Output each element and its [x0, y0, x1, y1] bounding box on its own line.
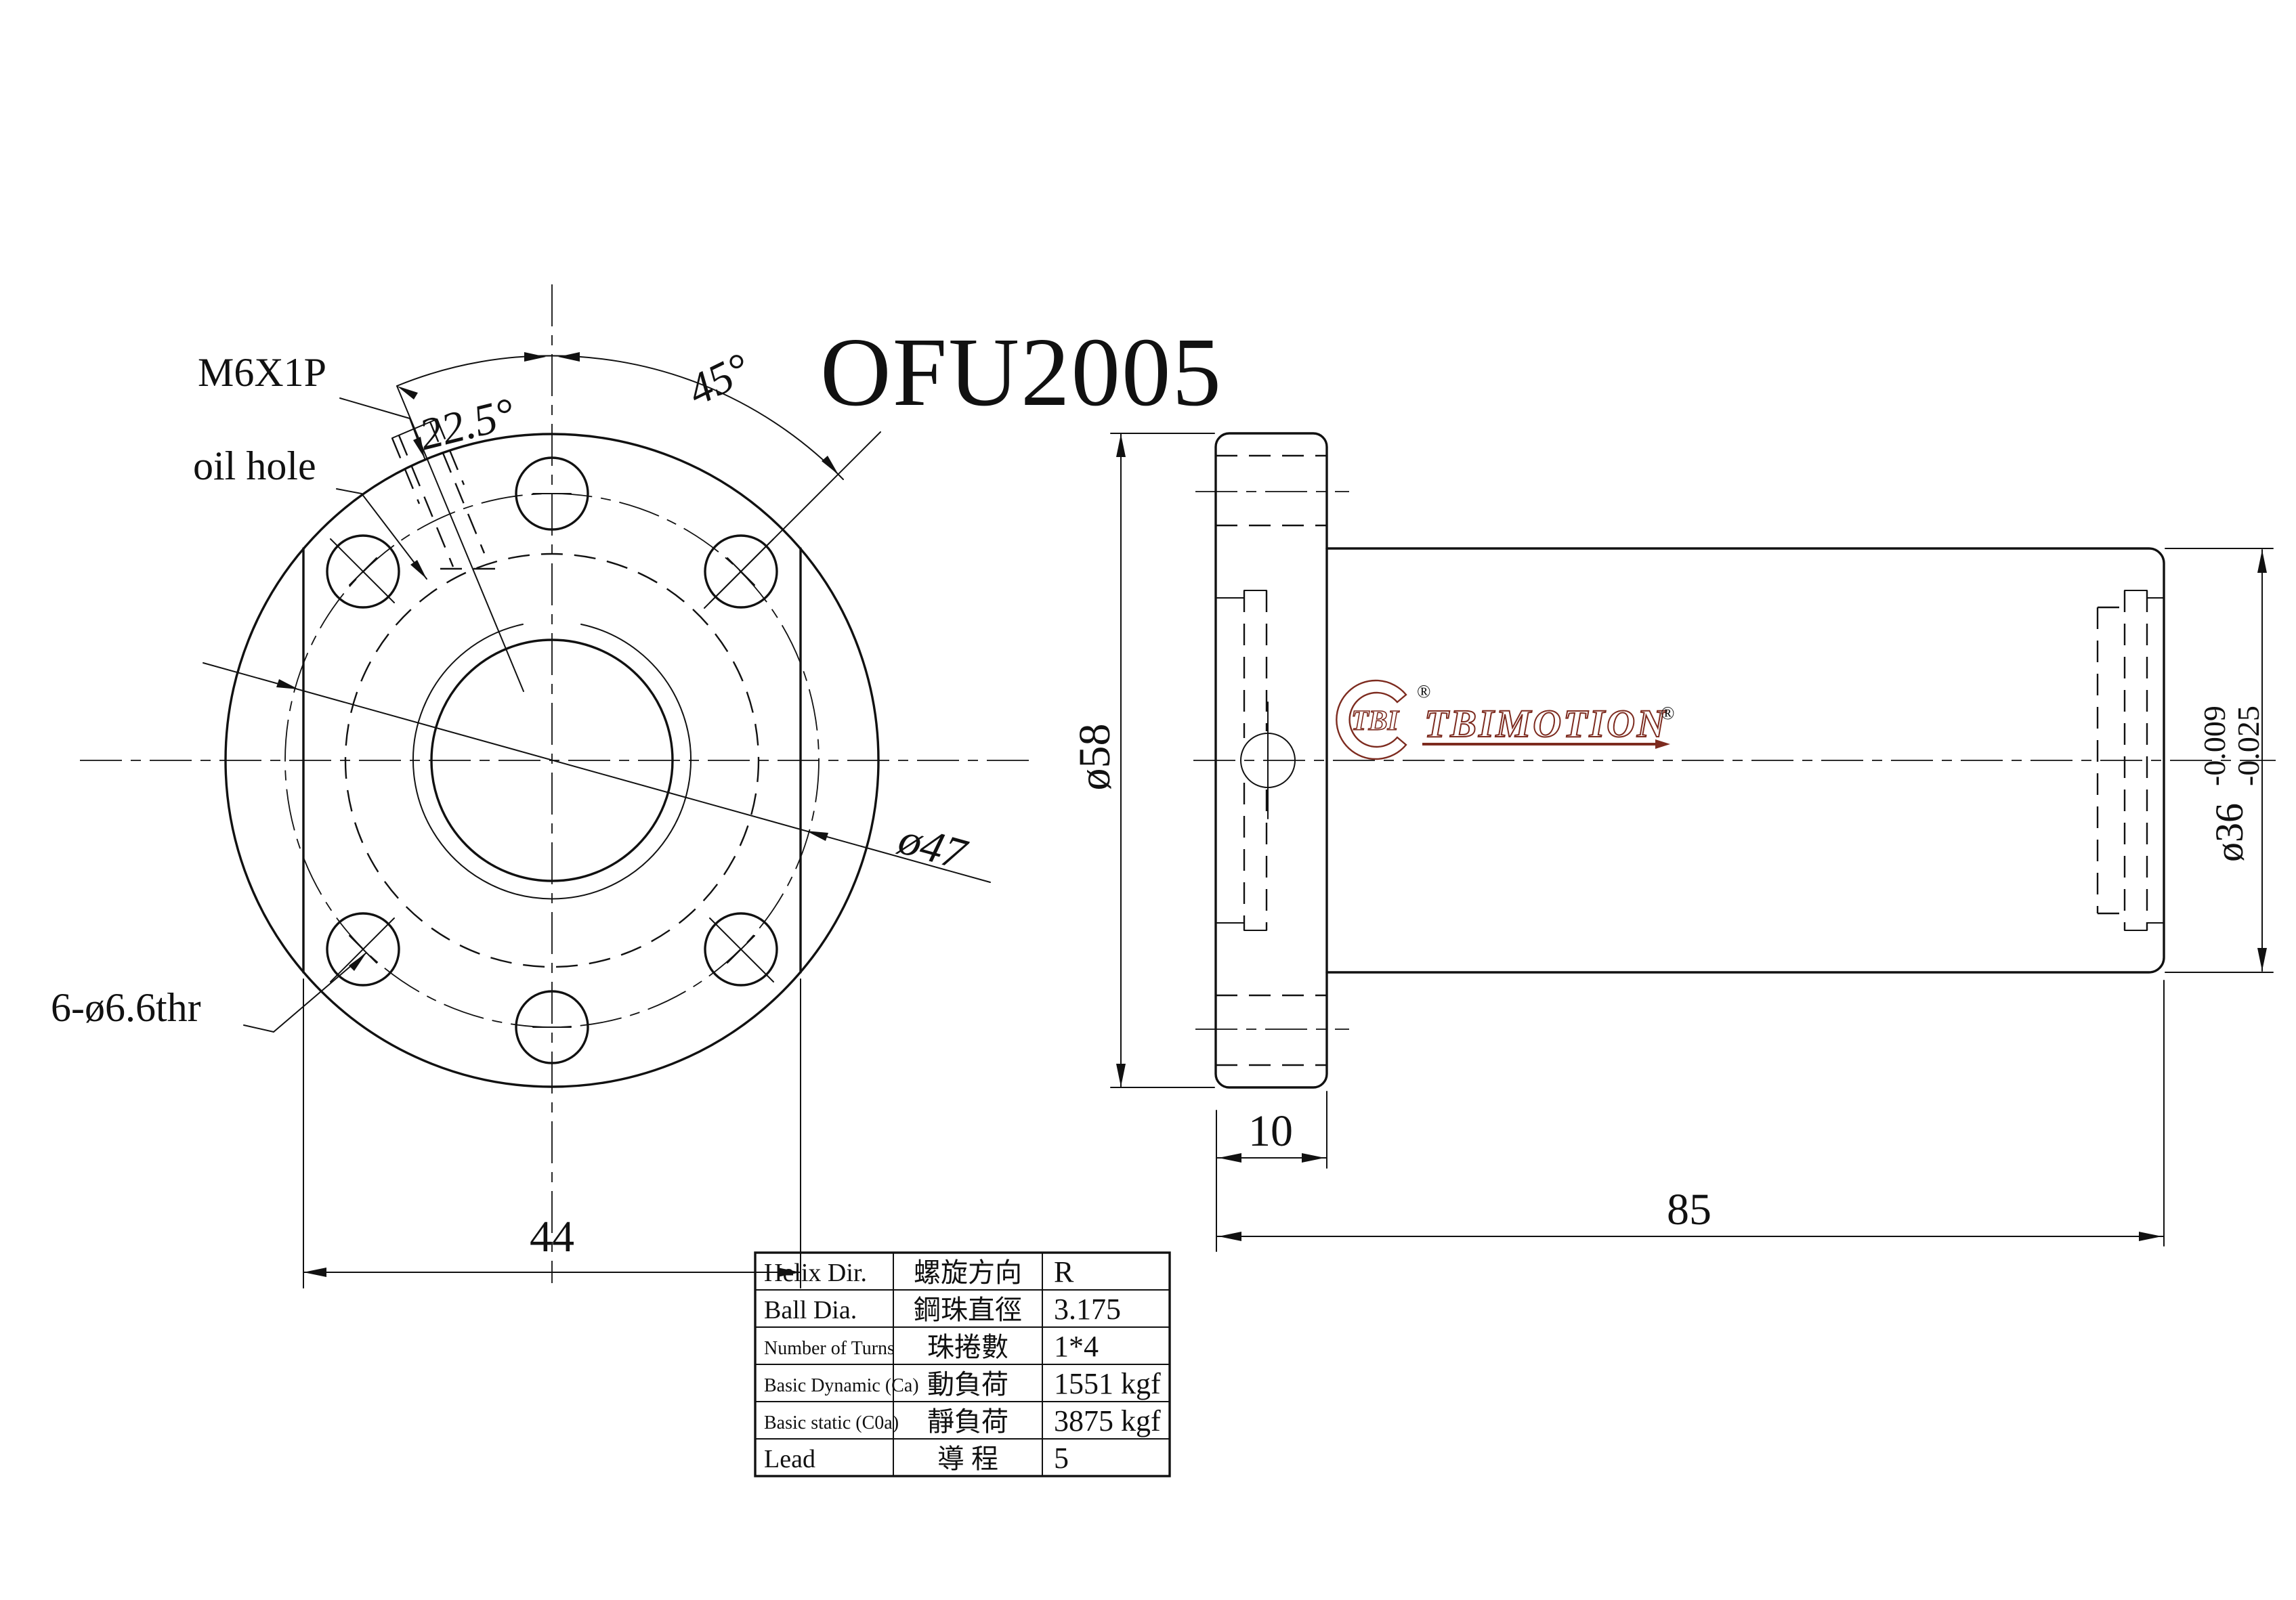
drawing-title: OFU2005 — [820, 318, 1223, 427]
cell-zh: 靜負荷 — [927, 1406, 1008, 1437]
spec-table: Helix Dir. 螺旋方向 R Ball Dia. 鋼珠直徑 3.175 N… — [754, 1251, 1171, 1477]
body-hidden-circle — [344, 553, 760, 968]
cell-value: 1*4 — [1054, 1330, 1099, 1363]
internal-detail-left — [1216, 590, 1268, 931]
label-oil-hole: M6X1P oil hole — [193, 350, 427, 580]
dim-flat-width-44: 44 — [303, 978, 801, 1289]
oil-hole-label-line2: oil hole — [193, 444, 316, 488]
bolt-holes — [326, 456, 778, 1064]
dim-body-od-label: ø36 — [2207, 803, 2251, 862]
cell-value: R — [1054, 1255, 1074, 1289]
dim-flat-width-label: 44 — [530, 1212, 574, 1261]
dim-flange-od-58: ø58 — [1070, 433, 1215, 1088]
front-view: 22.5° 45° ø47 44 M6X1P — [51, 284, 1036, 1289]
table-row-turns: Number of Turns 珠捲數 1*4 — [764, 1330, 1099, 1363]
oil-hole-label-line1: M6X1P — [198, 350, 326, 395]
bore-circle — [430, 639, 674, 882]
flange-outline — [1214, 432, 1328, 1089]
cell-en: Helix Dir. — [764, 1259, 867, 1287]
internal-detail-right — [2096, 590, 2165, 931]
label-bolt-holes: 6-ø6.6thr — [51, 952, 367, 1033]
flange-hidden-bolt-holes — [1195, 454, 1349, 1066]
table-row-static-load: Basic static (C0a) 靜負荷 3875 kgf — [764, 1404, 1161, 1437]
body-outline — [1325, 547, 2165, 974]
cell-zh: 導 程 — [937, 1444, 998, 1474]
cell-value: 3.175 — [1054, 1293, 1121, 1326]
dim-flange-thickness-label: 10 — [1248, 1106, 1293, 1156]
dim-angle-small-label: 22.5° — [414, 389, 519, 460]
cell-zh: 鋼珠直徑 — [914, 1295, 1022, 1325]
dim-body-od-tol-lower: -0.025 — [2231, 706, 2266, 786]
cell-en: Basic static (C0a) — [764, 1412, 899, 1433]
cell-value: 5 — [1054, 1442, 1069, 1475]
cell-en: Lead — [764, 1445, 815, 1473]
table-row-helix: Helix Dir. 螺旋方向 R — [764, 1255, 1074, 1289]
tbimotion-logo: TBI ® TBIMOTION ® — [1336, 679, 1675, 760]
cell-value: 3875 kgf — [1054, 1404, 1161, 1437]
cell-value: 1551 kgf — [1054, 1367, 1161, 1400]
logo-underline-arrow-icon — [1655, 739, 1670, 749]
cell-en: Basic Dynamic (Ca) — [764, 1375, 919, 1396]
dim-body-od-tol-upper: -0.009 — [2197, 706, 2232, 786]
bolt-holes-label: 6-ø6.6thr — [51, 985, 201, 1030]
dim-flange-od-label: ø58 — [1070, 724, 1120, 791]
table-row-lead: Lead 導 程 5 — [764, 1442, 1069, 1475]
table-row-dynamic-load: Basic Dynamic (Ca) 動負荷 1551 kgf — [764, 1367, 1161, 1400]
side-view: ø58 ø36 -0.009 -0.025 10 — [1070, 432, 2276, 1252]
flange-outer-circle — [224, 433, 880, 1088]
dim-bolt-circle-label: ø47 — [893, 814, 973, 880]
dim-flange-thickness-10: 10 — [1216, 1091, 1327, 1252]
oil-hole-hidden — [391, 385, 524, 692]
tbi-c-emblem — [1336, 679, 1407, 760]
cell-zh: 珠捲數 — [927, 1332, 1008, 1362]
dim-angle-22-5: 22.5° — [396, 352, 570, 460]
dim-total-length-label: 85 — [1667, 1185, 1712, 1234]
cell-en: Ball Dia. — [764, 1296, 857, 1324]
tbi-mark-text: TBI — [1351, 706, 1400, 737]
thread-root-arc — [412, 624, 692, 900]
cell-zh: 動負荷 — [927, 1369, 1008, 1400]
dim-body-od-36: ø36 -0.009 -0.025 — [2165, 548, 2274, 973]
cell-en: Number of Turns — [764, 1338, 895, 1359]
dim-total-length-85: 85 — [1216, 980, 2165, 1247]
tbimotion-wordmark: TBIMOTION — [1424, 701, 1667, 745]
tbi-registered-icon: ® — [1417, 681, 1431, 701]
cell-zh: 螺旋方向 — [914, 1257, 1022, 1288]
table-row-ball-dia: Ball Dia. 鋼珠直徑 3.175 — [764, 1293, 1121, 1326]
tbimotion-registered-icon: ® — [1661, 703, 1675, 723]
flange-oil-hole — [1240, 701, 1296, 819]
